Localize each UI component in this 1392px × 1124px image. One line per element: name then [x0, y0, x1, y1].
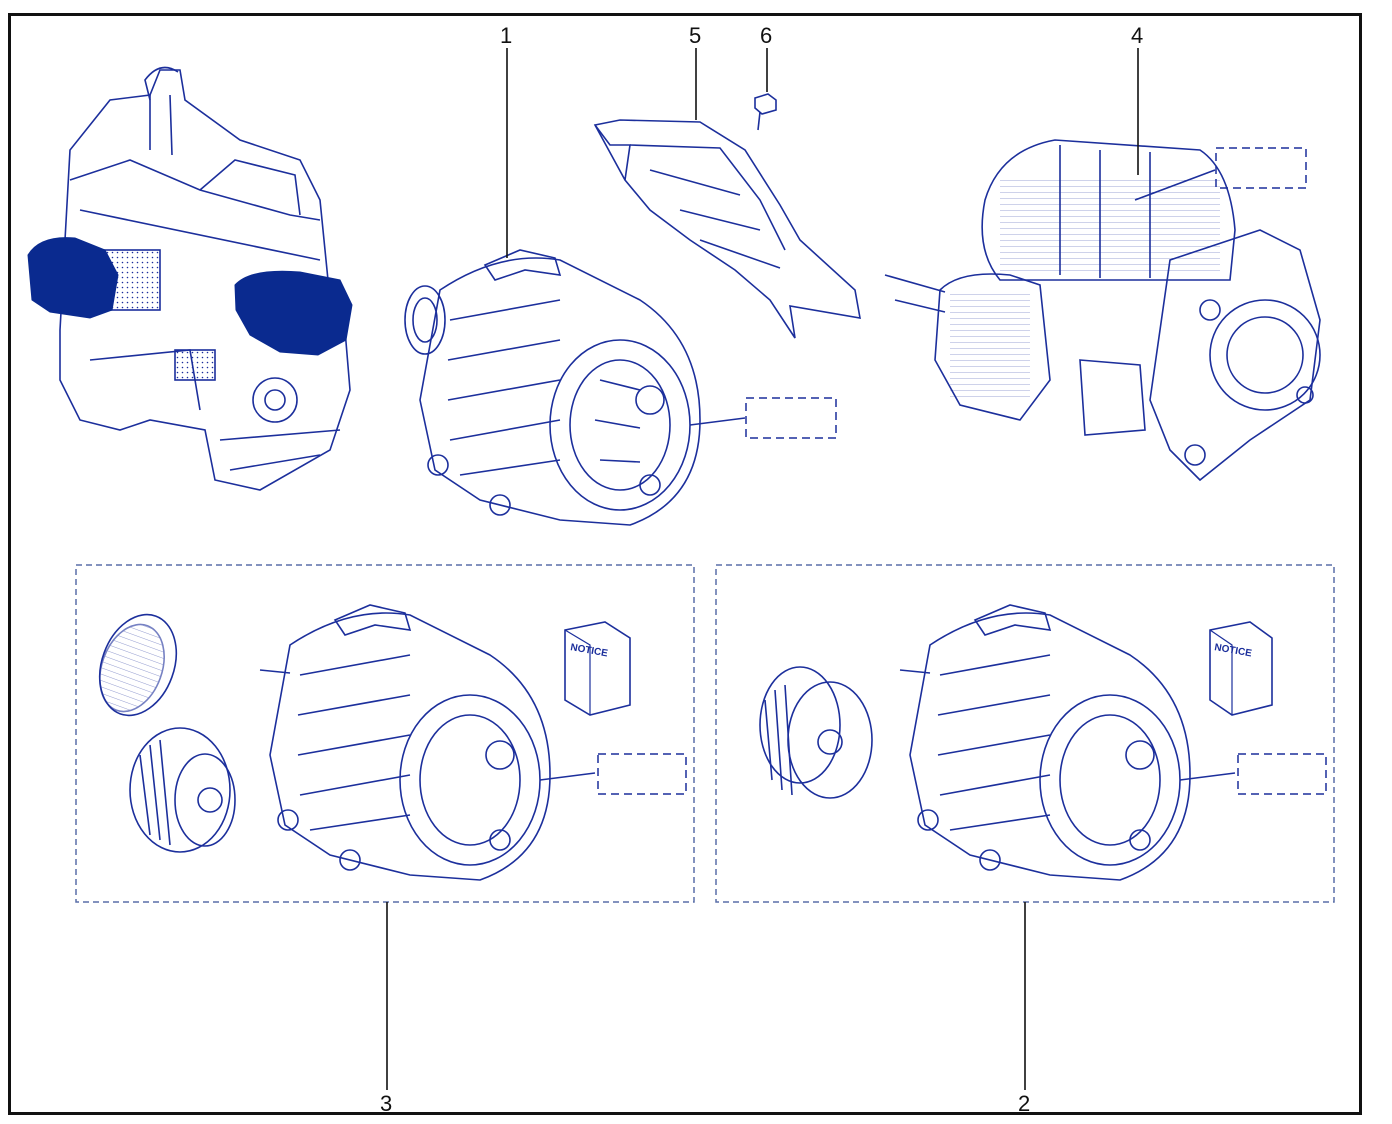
callout-2: 2 — [1018, 1091, 1031, 1116]
notice-booklet-kit2: NOTICE — [1209, 621, 1273, 716]
label-box-alternator — [745, 397, 837, 439]
bolt-illustration — [754, 93, 777, 131]
notice-booklet-kit3: NOTICE — [564, 621, 631, 716]
air-duct-bracket-illustration — [593, 119, 861, 339]
callout-1: 1 — [500, 23, 513, 48]
drawing-frame — [8, 13, 1362, 1115]
callout-3: 3 — [380, 1091, 393, 1116]
freewheel-pulley-illustration — [129, 727, 236, 853]
label-box-kit2 — [1237, 753, 1327, 795]
pulley-illustration — [759, 666, 873, 799]
leader-lines — [386, 48, 1139, 1090]
callout-4: 4 — [1131, 23, 1144, 48]
alternator-illustration — [404, 249, 746, 526]
starter-motor-illustration — [884, 139, 1321, 482]
alternator-kit3-illustration — [259, 604, 596, 881]
kit-box-3 — [75, 564, 695, 903]
callout-5: 5 — [689, 23, 702, 48]
label-box-starter — [1215, 147, 1307, 189]
engine-highlight-blobs — [27, 237, 353, 356]
alternator-kit2-illustration — [899, 604, 1236, 881]
pulley-cap-illustration — [98, 613, 178, 717]
callout-6: 6 — [760, 23, 773, 48]
engine-block-illustration — [59, 66, 351, 491]
label-box-kit3 — [597, 753, 687, 795]
kit-box-2 — [715, 564, 1335, 903]
